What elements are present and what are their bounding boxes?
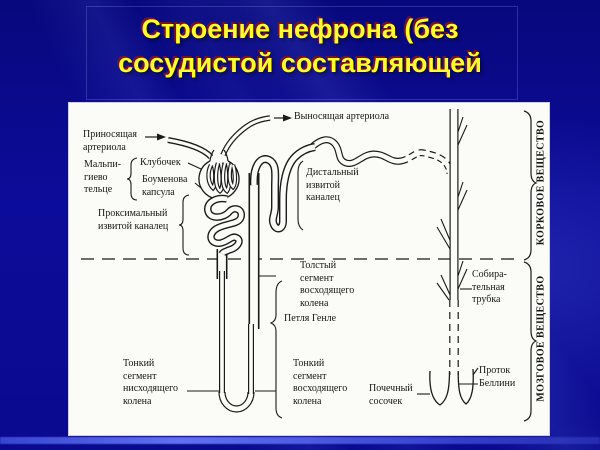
slide-title: Строение нефрона (без сосудистой составл…	[0, 12, 600, 80]
label-collecting-duct: Собира- тельная трубка	[472, 269, 507, 305]
label-henle-loop: Петля Генле	[284, 313, 337, 324]
pointer-lines	[187, 162, 478, 395]
label-proximal-tubule: Проксимальный извитой каналец	[98, 208, 169, 232]
henle-loop-tubes	[216, 173, 260, 413]
bottom-glow-band	[0, 437, 600, 444]
zone-braces	[523, 110, 538, 422]
label-distal-tubule: Дистальный извитой каналец	[306, 167, 359, 203]
label-afferent-arteriole: Приносящая артериола	[83, 129, 137, 153]
slide-title-line1: Строение нефрона (без	[141, 14, 459, 44]
label-glomerulus: Клубочек	[140, 157, 181, 168]
label-braces	[126, 157, 304, 419]
label-medulla-zone: МОЗГОВОЕ ВЕЩЕСТВО	[535, 275, 547, 402]
title-placeholder-frame	[86, 6, 518, 100]
label-thick-ascending-segment: Толстый сегмент восходящего колена	[300, 260, 355, 309]
papilla-shapes	[429, 367, 479, 406]
glomerulus-loops	[206, 162, 238, 195]
label-thin-descending-segment: Тонкий сегмент нисходящего колена	[123, 358, 179, 407]
slide-title-line2: сосудистой составляющей	[118, 48, 482, 78]
label-renal-papilla: Почечный сосочек	[369, 383, 413, 407]
efferent-arteriole-tube	[220, 114, 292, 157]
label-malpighian-corpuscle: Мальпи- гиево тельце	[84, 159, 122, 195]
label-bowman-capsule: Боуменова капсула	[142, 174, 188, 198]
proximal-tubule-coil	[204, 194, 245, 257]
label-efferent-arteriole: Выносящая артериола	[294, 111, 390, 122]
connecting-tubule	[309, 136, 454, 175]
nephron-diagram-svg	[81, 109, 538, 422]
collecting-duct	[449, 109, 459, 375]
label-bellini-duct: Проток Беллини	[479, 365, 516, 389]
distal-tubule-coil	[249, 143, 316, 233]
label-cortex-zone: КОРКОВОЕ ВЕЩЕСТВО	[535, 119, 547, 246]
afferent-arteriole-tube	[145, 133, 214, 160]
diagram-panel	[68, 102, 550, 436]
label-thin-ascending-segment: Тонкий сегмент восходящего колена	[293, 358, 348, 407]
